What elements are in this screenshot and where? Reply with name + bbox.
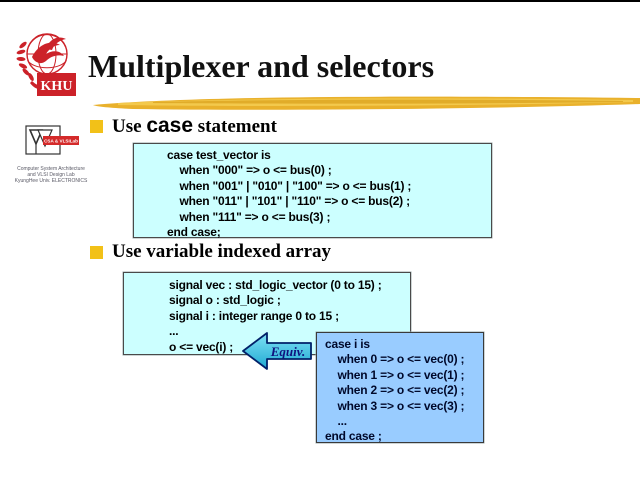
code-box-case-i: case i is when 0 => o <= vec(0) ; when 1… [316,332,484,443]
lab-caption-line: KyungHee Univ. ELECTRONICS [14,178,88,184]
bullet-use-case-statement: Use case statement [90,114,277,139]
bullet-use-variable-indexed-array: Use variable indexed array [90,240,331,264]
bullet-label: Use case statement [112,114,277,139]
bullet-label-pre: Use variable indexed array [112,241,332,262]
bullet-label: Use variable indexed array [112,240,331,264]
khu-university-logo: KHU [16,33,76,96]
lab-badge-text: CSA & VLSILab [44,139,78,144]
lab-logo: CSA & VLSILab Computer System Architectu… [12,124,90,184]
equivalence-arrow: Equiv. [242,332,312,370]
lab-caption-line: and VLSI Design Lab [27,172,75,178]
bullet-label-pre: Use [112,116,147,137]
bullet-square-icon [90,120,103,133]
left-arrow-icon [242,332,312,370]
bullet-label-post: statement [193,116,277,137]
lab-caption: Computer System Architecture and VLSI De… [12,166,90,184]
khu-plate [37,73,76,96]
khu-logo-text: KHU [41,79,73,94]
globe-icon [26,33,68,75]
page-title: Multiplexer and selectors [88,48,435,84]
lab-caption-line: Computer System Architecture [17,166,85,172]
equiv-label: Equiv. [270,344,306,359]
lab-symbol-icon: CSA & VLSILab [25,125,79,155]
laurel-leaves-icon [16,41,46,90]
slide-top-border [0,0,640,2]
title-underline-brush [93,96,640,110]
bullet-label-code: case [146,114,194,137]
code-box-case-statement: case test_vector is when "000" => o <= b… [133,143,492,239]
lab-badge [43,136,79,145]
bullet-square-icon [90,246,103,259]
